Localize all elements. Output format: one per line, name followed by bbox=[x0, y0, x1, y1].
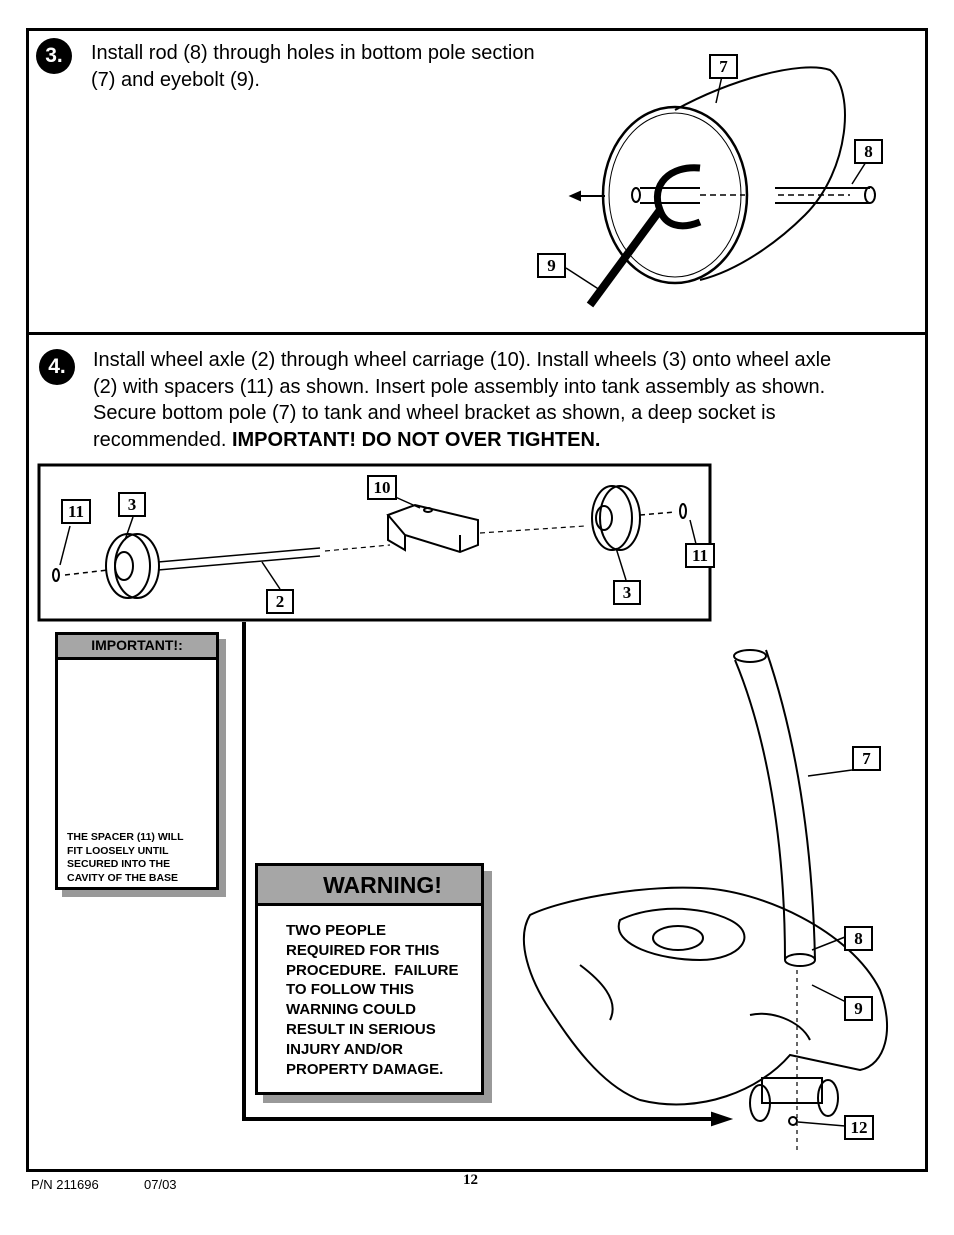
footer-date: 07/03 bbox=[144, 1177, 177, 1192]
step3-line1: Install rod (8) through holes in bottom … bbox=[91, 42, 535, 64]
tank-base-drawing bbox=[522, 886, 888, 1106]
step4-warning-text: IMPORTANT! DO NOT OVER TIGHTEN. bbox=[231, 428, 601, 451]
callout-axle: 2 bbox=[266, 589, 294, 614]
warning-line: PROCEDURE. FAILURE bbox=[286, 961, 459, 979]
axle-drawing bbox=[157, 547, 321, 571]
important-note: THE SPACER (11) WILL FIT LOOSELY UNTIL S… bbox=[67, 831, 217, 885]
page-number: 12 bbox=[463, 1172, 478, 1188]
step4-line2: (2) with spacers (11) as shown. Insert p… bbox=[93, 375, 826, 398]
warning-line: TWO PEOPLE bbox=[286, 922, 387, 939]
page-frame bbox=[26, 28, 928, 1172]
step4-line4-text: recommended. bbox=[93, 428, 232, 451]
callout-part12: 12 bbox=[844, 1115, 874, 1140]
callout-step3-pole: 7 bbox=[709, 54, 738, 79]
step3-badge: 3. bbox=[36, 38, 72, 74]
step4-badge: 4. bbox=[39, 349, 75, 385]
important-note-line: CAVITY OF THE BASE bbox=[67, 871, 179, 884]
callout-step4-eyebolt: 9 bbox=[844, 996, 873, 1021]
callout-step3-rod: 8 bbox=[854, 139, 883, 164]
step3-instructions: Install rod (8) through holes in bottom … bbox=[91, 40, 535, 93]
important-note-line: SECURED INTO THE bbox=[67, 858, 171, 870]
important-heading: IMPORTANT!: bbox=[58, 635, 216, 660]
warning-line: PROPERTY DAMAGE. bbox=[286, 1060, 444, 1078]
spacer-right-drawing bbox=[679, 503, 687, 519]
step4-instructions: Install wheel axle (2) through wheel car… bbox=[93, 347, 831, 453]
callout-step4-pole: 7 bbox=[852, 746, 881, 771]
warning-body: TWO PEOPLE REQUIRED FOR THIS PROCEDURE. … bbox=[286, 921, 481, 1079]
callout-step3-eyebolt: 9 bbox=[537, 253, 566, 278]
step-divider bbox=[26, 332, 928, 335]
important-note-line: FIT LOOSELY UNTIL bbox=[67, 844, 169, 857]
warning-line: REQUIRED FOR THIS bbox=[286, 941, 440, 959]
carriage-drawing bbox=[386, 503, 479, 554]
warning-line: RESULT IN SERIOUS bbox=[286, 1020, 436, 1038]
wheel-left-drawing bbox=[105, 533, 160, 599]
step3-line2: (7) and eyebolt (9). bbox=[91, 68, 260, 91]
pole-drawing bbox=[733, 649, 816, 967]
warning-heading: WARNING! bbox=[258, 866, 481, 906]
callout-step4-rod: 8 bbox=[844, 926, 873, 951]
callout-carriage: 10 bbox=[367, 475, 397, 500]
warning-line: INJURY AND/OR bbox=[286, 1040, 403, 1058]
warning-line: TO FOLLOW THIS bbox=[286, 981, 415, 999]
wheel-right-drawing bbox=[591, 485, 641, 551]
warning-box: WARNING! TWO PEOPLE REQUIRED FOR THIS PR… bbox=[255, 863, 484, 1095]
spacer-left-drawing bbox=[52, 568, 60, 582]
warning-line: WARNING COULD bbox=[286, 1001, 416, 1019]
important-note-line: THE SPACER (11) WILL bbox=[67, 831, 184, 843]
callout-spacer-right: 11 bbox=[685, 543, 715, 568]
eyebolt-drawing bbox=[586, 164, 702, 308]
important-box: IMPORTANT!: THE SPACER (11) WILL FIT LOO… bbox=[55, 632, 219, 890]
exploded-view-frame bbox=[37, 463, 712, 622]
warning-heading-text: WARNING! bbox=[323, 872, 442, 898]
pole-section-drawing bbox=[601, 66, 846, 285]
step4-line4: recommended. IMPORTANT! DO NOT OVER TIGH… bbox=[93, 427, 831, 454]
callout-wheel-left: 3 bbox=[118, 492, 146, 517]
step4-line3: Secure bottom pole (7) to tank and wheel… bbox=[93, 402, 776, 424]
step4-line1: Install wheel axle (2) through wheel car… bbox=[93, 349, 832, 371]
rod-drawing bbox=[568, 186, 876, 204]
wheel-carriage-assembly-drawing bbox=[749, 1077, 839, 1122]
footer-part-number: P/N 211696 bbox=[31, 1177, 99, 1192]
callout-wheel-right: 3 bbox=[613, 580, 641, 605]
callout-spacer-left: 11 bbox=[61, 499, 91, 524]
